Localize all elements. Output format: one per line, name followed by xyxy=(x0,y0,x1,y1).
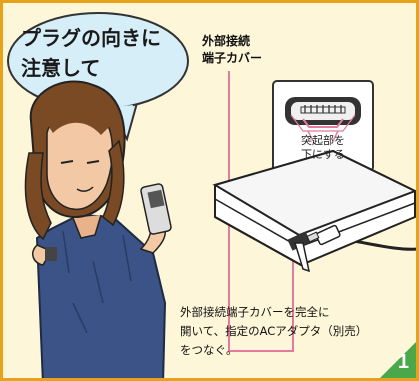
magnifier-line-2: 下にする xyxy=(300,148,346,161)
instruction-text: 外部接続端子カバーを完全に 開いて、指定のACアダプタ（別売） をつなぐ。 xyxy=(180,303,367,360)
speech-line-1: プラグの向きに xyxy=(21,26,161,50)
closed-phone xyxy=(212,149,416,267)
magnifier-line-1: 突起部を xyxy=(301,134,345,147)
instruction-line-2: 開いて、指定のACアダプタ（別売） xyxy=(180,324,368,338)
callout-line-1: 外部接続 xyxy=(202,34,251,48)
speech-bubble-text: プラグの向きに 注意して xyxy=(21,23,191,83)
ac-plug xyxy=(306,224,341,246)
callout-line-2: 端子カバー xyxy=(202,51,263,65)
terminal-cover-label: 外部接続 端子カバー xyxy=(202,33,262,67)
illustration-art xyxy=(7,12,416,378)
speech-line-2: 注意して xyxy=(21,56,101,80)
girl-illustration xyxy=(24,80,172,378)
terminal-cover-flap xyxy=(293,242,311,273)
step-badge-bg xyxy=(380,342,416,378)
held-phone xyxy=(140,183,172,235)
protrusion-label: 突起部を 下にする xyxy=(285,134,361,162)
instruction-line-3: をつなぐ。 xyxy=(180,343,238,357)
step-number: 1 xyxy=(397,351,409,373)
instruction-line-1: 外部接続端子カバーを完全に xyxy=(180,305,330,319)
